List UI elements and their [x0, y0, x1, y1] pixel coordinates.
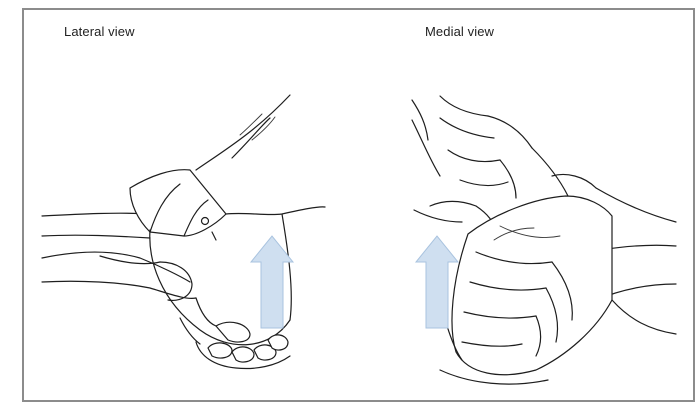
lateral-view-drawing — [42, 95, 325, 369]
lateral-up-arrow-icon — [251, 236, 293, 328]
medial-view-drawing — [412, 96, 676, 384]
